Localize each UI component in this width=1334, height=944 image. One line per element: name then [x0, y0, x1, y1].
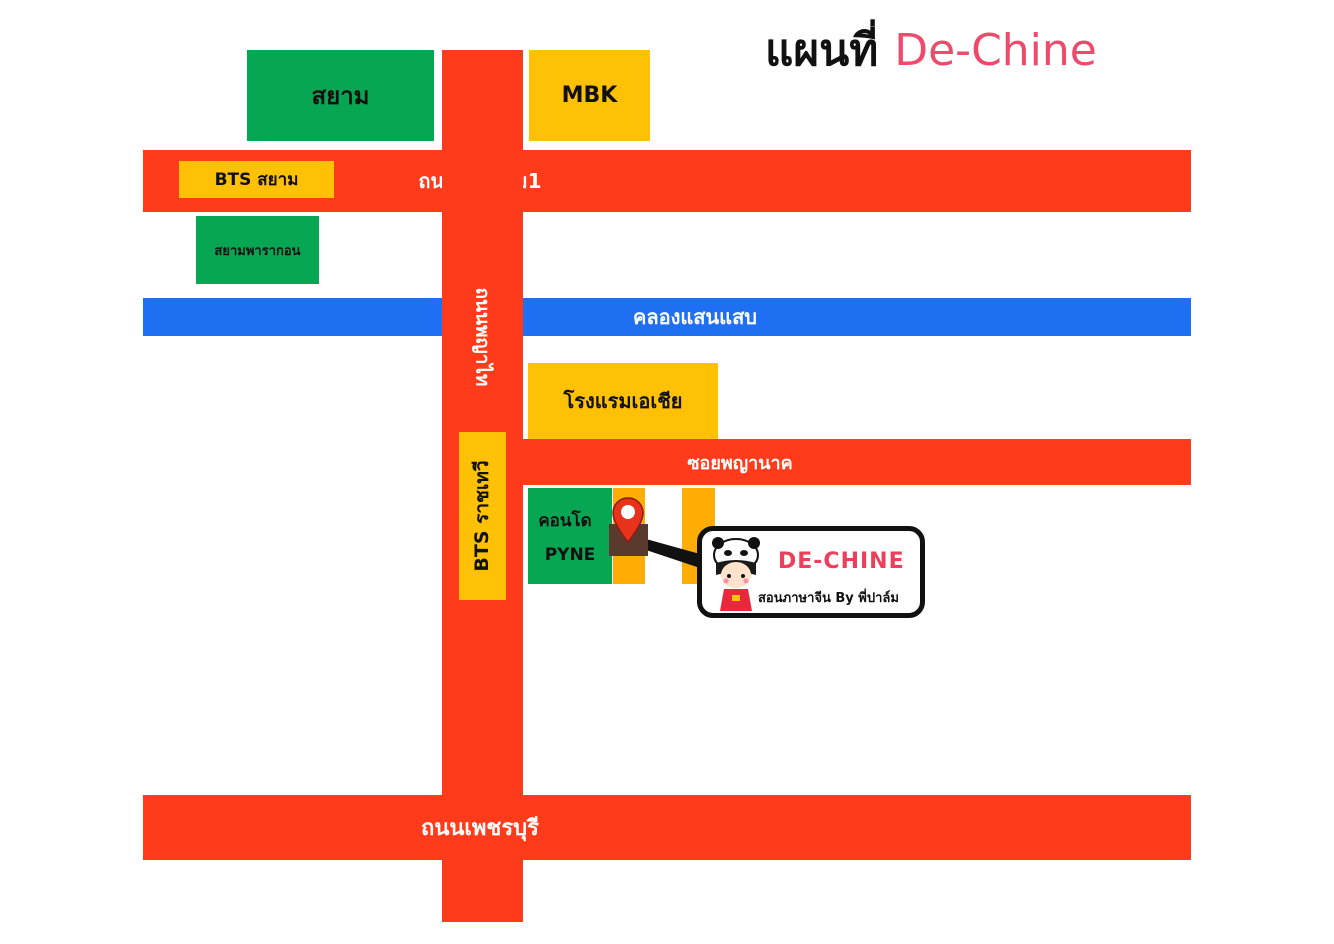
saen-saep-canal [143, 298, 1191, 336]
bts-ratchathewi-block [459, 432, 506, 600]
dechine-callout: DE-CHINE สอนภาษาจีน By พี่ปาล์ม [697, 526, 925, 618]
siam-label: สยาม [311, 82, 370, 110]
siam-block [247, 50, 434, 141]
soi-phaya-nak-road [523, 439, 1191, 485]
phetchaburi-road [143, 795, 1191, 860]
map-title: แผนที่ De-Chine [765, 20, 1097, 80]
callout-brand: DE-CHINE [778, 549, 905, 574]
map-title-brand: De-Chine [894, 24, 1097, 76]
phaya-thai-road-lower [442, 795, 523, 922]
condo-pyne-block [528, 488, 612, 584]
phetchaburi-road-label: ถนนเพชรบุรี [421, 816, 539, 841]
map-title-prefix: แผนที่ [765, 25, 879, 76]
asia-hotel-block [528, 363, 718, 439]
panda-hat-girl-icon [712, 537, 760, 611]
mbk-block [529, 50, 650, 141]
condo-pyne-label-line1: คอนโด [538, 510, 592, 531]
mbk-label: MBK [561, 83, 618, 108]
bts-siam-label: BTS สยาม [214, 170, 299, 190]
asia-hotel-label: โรงแรมเอเชีย [563, 389, 683, 413]
callout-tagline: สอนภาษาจีน By พี่ปาล์ม [758, 591, 899, 606]
bts-ratchathewi-label: BTS ราชเทวี [471, 460, 493, 572]
soi-phaya-nak-label: ซอยพญานาค [687, 452, 793, 474]
siam-paragon-label: สยามพารากอน [214, 243, 301, 259]
map-pin-icon [612, 497, 644, 544]
condo-pyne-label-line2: PYNE [544, 545, 596, 565]
phaya-thai-road-label: ถนนพญาไท [471, 287, 494, 387]
bts-siam-block [179, 161, 334, 198]
siam-paragon-block [196, 216, 319, 284]
saen-saep-canal-label: คลองแสนแสบ [633, 305, 757, 329]
